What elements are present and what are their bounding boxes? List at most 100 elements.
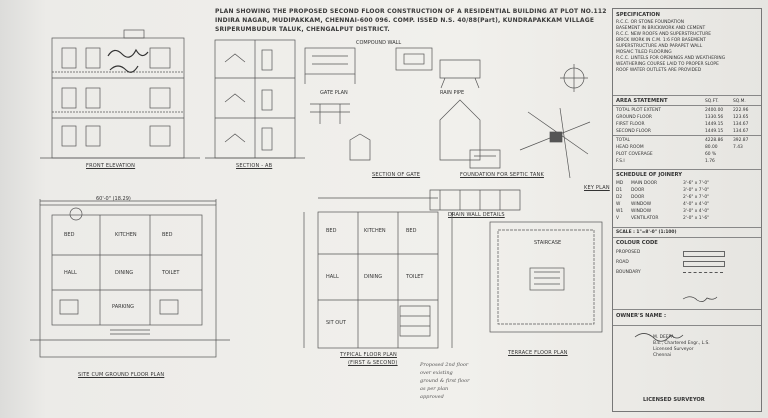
joinery-1-name: MAIN DOOR [631, 181, 658, 186]
joinery-3-size: 2'-6" x 7'-0" [683, 195, 710, 200]
joinery-2-size: 3'-0" x 7'-0" [683, 188, 710, 193]
room-kitchen-1: KITCHEN [115, 232, 137, 238]
area-row-8-label: F.S.I [616, 159, 625, 164]
staircase-label: STAIRCASE [534, 240, 562, 246]
spec-item-4: BRICK WORK IN C.M. 1:6 FOR BASEMENT [616, 38, 706, 43]
gate-details-drawing [304, 47, 501, 169]
colour-proposed: PROPOSED [616, 250, 641, 255]
area-row-4-label: SECOND FLOOR [616, 129, 651, 134]
joinery-6-size: 2'-0" x 1'-6" [683, 216, 710, 221]
surveyor-stamp: M. DEEPA B.E., Chartered Engr., L.S. Lic… [643, 335, 733, 371]
section-label: SECTION - AB [236, 163, 273, 169]
compound-wall-label: COMPOUND WALL [356, 40, 402, 46]
joinery-3-code: D2 [616, 195, 623, 200]
spec-item-7: R.C.C. LINTELS FOR OPENINGS AND WEATHERI… [616, 56, 726, 61]
spec-item-1: R.C.C. OR STONE FOUNDATION [616, 20, 685, 25]
handwritten-note-2: over existing [420, 370, 453, 376]
area-row-8-value: 1.76 [705, 159, 715, 164]
key-plan-drawing [429, 64, 591, 211]
legend-panel: SPECIFICATION R.C.C. OR STONE FOUNDATION… [612, 8, 762, 412]
room-kitchen-2: KITCHEN [364, 228, 386, 234]
spec-item-6: MOSAIC TILED FLOORING [616, 50, 672, 55]
typical-floor-plan-drawing [303, 197, 453, 349]
room-parking: PARKING [112, 304, 134, 310]
room-dining-1: DINING [115, 270, 134, 276]
room-toilet-1: TOILET [162, 270, 180, 276]
joinery-1-size: 3'-6" x 7'-0" [683, 181, 710, 186]
room-sitout: SIT OUT [326, 320, 346, 326]
gate-plan-label: GATE PLAN [320, 90, 348, 96]
room-dining-2: DINING [364, 274, 383, 280]
area-row-4-sqft: 1449.15 [705, 129, 724, 134]
section-gate-label: SECTION OF GATE [372, 172, 421, 178]
area-statement-heading: AREA STATEMENT [616, 98, 668, 104]
area-col-sqft: SQ.FT. [705, 99, 719, 104]
room-bed-1: BED [64, 232, 75, 238]
joinery-2-code: D1 [616, 188, 623, 193]
joinery-4-name: WINDOW [631, 202, 652, 207]
area-row-6-label: HEAD ROOM [616, 145, 644, 150]
joinery-2-name: DOOR [631, 188, 645, 193]
joinery-1-code: MD [616, 181, 624, 186]
area-row-6-sqm: 7.43 [733, 145, 743, 150]
room-bed-2: BED [162, 232, 173, 238]
room-hall-2: HALL [326, 274, 339, 280]
area-row-1-label: TOTAL PLOT EXTENT [616, 108, 661, 113]
area-row-7-label: PLOT COVERAGE [616, 152, 653, 157]
title-line-3: SRIPERUMBUDUR TALUK, CHENGALPUT DISTRICT… [215, 26, 390, 33]
area-row-3-sqm: 134.67 [733, 122, 749, 127]
spec-item-5: SUPERSTRUCTURE AND PARAPET WALL [616, 44, 703, 49]
title-line-2: INDIRA NAGAR, MUDIPAKKAM, CHENNAI-600 09… [215, 17, 595, 24]
colour-road-swatch [683, 261, 725, 267]
owners-name-label: OWNER'S NAME : [616, 313, 667, 319]
site-ground-plan-drawing [30, 199, 230, 358]
joinery-heading: SCHEDULE OF JOINERY [616, 172, 682, 178]
joinery-6-name: VENTILATOR [631, 216, 659, 221]
handwritten-note-3: ground & first floor [420, 378, 470, 384]
area-row-2-sqm: 123.65 [733, 115, 749, 120]
stamp-line-1: M. DEEPA [653, 335, 674, 340]
typical-plan-sub: (FIRST & SECOND) [348, 360, 398, 366]
front-elevation-label: FRONT ELEVATION [86, 163, 136, 169]
area-row-2-sqft: 1330.56 [705, 115, 724, 120]
site-plan-label: SITE CUM GROUND FLOOR PLAN [78, 372, 165, 378]
rain-pipe-label: RAIN PIPE [440, 90, 465, 96]
spec-item-2: BASEMENT IN BRICKWORK AND CEMENT [616, 26, 706, 31]
joinery-5-name: WINDOW [631, 209, 652, 214]
area-row-5-sqm: 392.87 [733, 138, 749, 143]
spec-item-3: R.C.C. NEW ROOFS AND SUPERSTRUCTURE [616, 32, 712, 37]
terrace-plan-label: TERRACE FLOOR PLAN [508, 350, 568, 356]
area-row-3-label: FIRST FLOOR [616, 122, 645, 127]
joinery-5-size: 3'-0" x 4'-0" [683, 209, 710, 214]
joinery-4-code: W [616, 202, 621, 207]
handwritten-note-1: Proposed 2nd floor [420, 362, 469, 368]
handwritten-note-4: as per plan [420, 386, 449, 392]
key-plan-label: KEY PLAN [584, 185, 610, 191]
foundation-label: FOUNDATION FOR SEPTIC TANK [460, 172, 544, 178]
front-elevation-drawing [40, 29, 200, 159]
terrace-plan-drawing [489, 221, 603, 333]
spec-item-8: WEATHERING COURSE LAID TO PROPER SLOPE [616, 62, 719, 67]
drain-label: DRAIN WALL DETAILS [448, 212, 505, 218]
scale-text: SCALE : 1"=8'-0" (1:100) [616, 230, 677, 235]
room-toilet-2: TOILET [406, 274, 424, 280]
room-bed-3: BED [326, 228, 337, 234]
area-col-sqm: SQ.M. [733, 99, 746, 104]
joinery-4-size: 4'-0" x 4'-0" [683, 202, 710, 207]
colour-boundary-swatch [683, 272, 723, 273]
area-row-4-sqm: 134.67 [733, 129, 749, 134]
spec-item-9: ROOF WATER OUTLETS ARE PROVIDED [616, 68, 702, 73]
joinery-6-code: V [616, 216, 620, 221]
title-line-1: PLAN SHOWING THE PROPOSED SECOND FLOOR C… [215, 8, 607, 15]
area-row-3-sqft: 1449.15 [705, 122, 724, 127]
colour-boundary: BOUNDARY [616, 270, 641, 275]
colour-code-heading: COLOUR CODE [616, 240, 658, 246]
area-row-1-sqft: 2400.00 [705, 108, 724, 113]
site-dim-label: 60'-0" (18.29) [96, 196, 131, 202]
stamp-line-3: Licensed Surveyor [653, 347, 694, 352]
specification-heading: SPECIFICATION [616, 12, 660, 18]
colour-proposed-swatch [683, 251, 725, 257]
colour-road: ROAD [616, 260, 629, 265]
area-row-6-sqft: 80.00 [705, 145, 718, 150]
